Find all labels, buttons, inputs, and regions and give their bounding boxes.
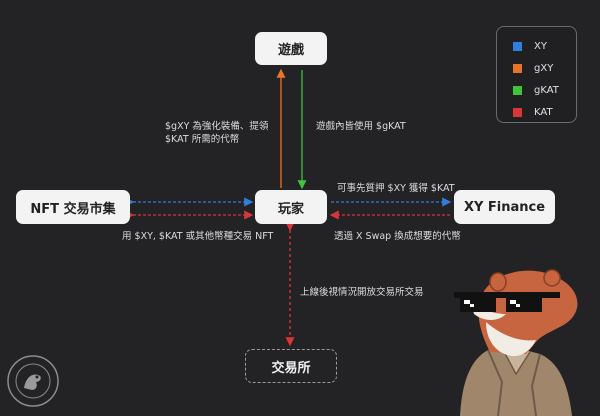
legend-label-gxy: gXY — [534, 62, 554, 74]
legend-item-gxy: gXY — [513, 57, 576, 79]
exchange-node: 交易所 — [245, 349, 337, 383]
weasel-mascot-illustration — [454, 269, 578, 416]
legend-label-gkat: gKAT — [534, 84, 559, 96]
gxy-label-line1: $gXY 為強化裝備、提領 — [165, 121, 269, 132]
nft-market-node: NFT 交易市集 — [16, 190, 130, 224]
gkat-label: 遊戲內皆使用 $gKAT — [316, 121, 406, 132]
legend-swatch-gkat — [513, 85, 522, 95]
nft-trade-label: 用 $XY, $KAT 或其他幣種交易 NFT — [122, 231, 274, 242]
legend-label-kat: KAT — [534, 106, 553, 118]
legend: XY gXY gKAT KAT — [496, 26, 577, 123]
stake-label: 可事先質押 $XY 獲得 $KAT — [337, 183, 455, 194]
gxy-label: $gXY 為強化裝備、提領 $KAT 所需的代幣 — [165, 120, 268, 146]
legend-swatch-xy — [513, 41, 522, 51]
player-node: 玩家 — [255, 190, 327, 224]
legend-item-gkat: gKAT — [513, 79, 576, 101]
legend-item-kat: KAT — [513, 101, 576, 123]
seal-logo-icon — [7, 355, 59, 407]
swap-label: 透過 X Swap 換成想要的代幣 — [334, 231, 461, 242]
legend-item-xy: XY — [513, 35, 576, 57]
xy-finance-node: XY Finance — [454, 190, 555, 224]
legend-label-xy: XY — [534, 40, 547, 52]
legend-swatch-gxy — [513, 63, 522, 73]
exchange-label: 上線後視情況開放交易所交易 — [300, 287, 424, 298]
legend-swatch-kat — [513, 107, 522, 117]
game-node: 遊戲 — [255, 32, 327, 65]
gxy-label-line2: $KAT 所需的代幣 — [165, 134, 240, 145]
